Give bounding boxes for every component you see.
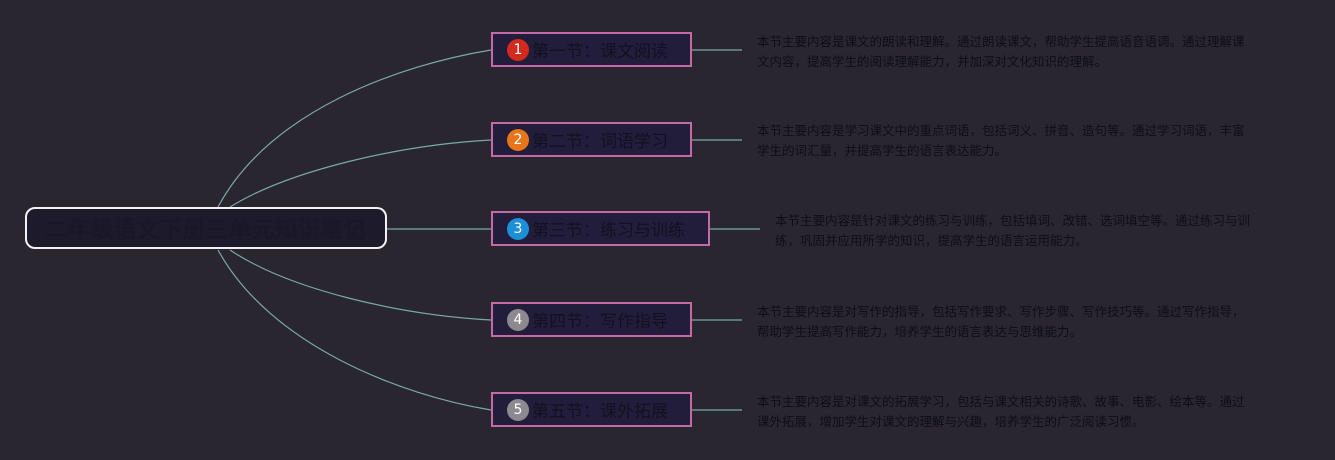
number-badge-icon: 4 <box>507 308 529 331</box>
section-title: 第四节：写作指导 <box>532 312 668 332</box>
branch-line-2 <box>229 139 492 208</box>
section-description-3: 本节主要内容是针对课文的练习与训练，包括填词、改错、选词填空等。通过练习与训练，… <box>775 213 1251 248</box>
number-badge-icon: 3 <box>507 217 529 240</box>
branch-line-4 <box>229 249 492 321</box>
branch-line-1 <box>217 49 492 208</box>
section-node-2[interactable]: 2 第二节：词语学习 <box>491 122 692 157</box>
section-description-1: 本节主要内容是课文的朗读和理解。通过朗读课文，帮助学生提高语音语调。通过理解课文… <box>757 34 1245 69</box>
number-badge-icon: 1 <box>507 38 529 61</box>
section-title: 第二节：词语学习 <box>532 132 668 152</box>
section-node-3[interactable]: 3 第三节：练习与训练 <box>491 211 710 246</box>
section-description-5: 本节主要内容是对课文的拓展学习，包括与课文相关的诗歌、故事、电影、绘本等。通过课… <box>757 394 1245 429</box>
root-topic-title: 二年级语文下册三单元知识笔记 <box>44 218 367 243</box>
section-node-4[interactable]: 4 第四节：写作指导 <box>491 302 692 337</box>
section-description-2: 本节主要内容是学习课文中的重点词语，包括词义、拼音、造句等。通过学习词语，丰富学… <box>757 123 1245 158</box>
number-badge-icon: 2 <box>507 128 529 151</box>
root-topic[interactable]: 二年级语文下册三单元知识笔记 <box>25 207 387 249</box>
section-title: 第五节：课外拓展 <box>532 402 668 422</box>
section-description-4: 本节主要内容是对写作的指导，包括写作要求、写作步骤、写作技巧等。通过写作指导，帮… <box>757 304 1245 339</box>
section-node-5[interactable]: 5 第五节：课外拓展 <box>491 392 692 427</box>
branch-line-5 <box>217 249 492 411</box>
section-title: 第三节：练习与训练 <box>532 221 685 241</box>
number-badge-icon: 5 <box>507 398 529 421</box>
section-node-1[interactable]: 1 第一节：课文阅读 <box>491 32 692 67</box>
section-title: 第一节：课文阅读 <box>532 42 668 62</box>
